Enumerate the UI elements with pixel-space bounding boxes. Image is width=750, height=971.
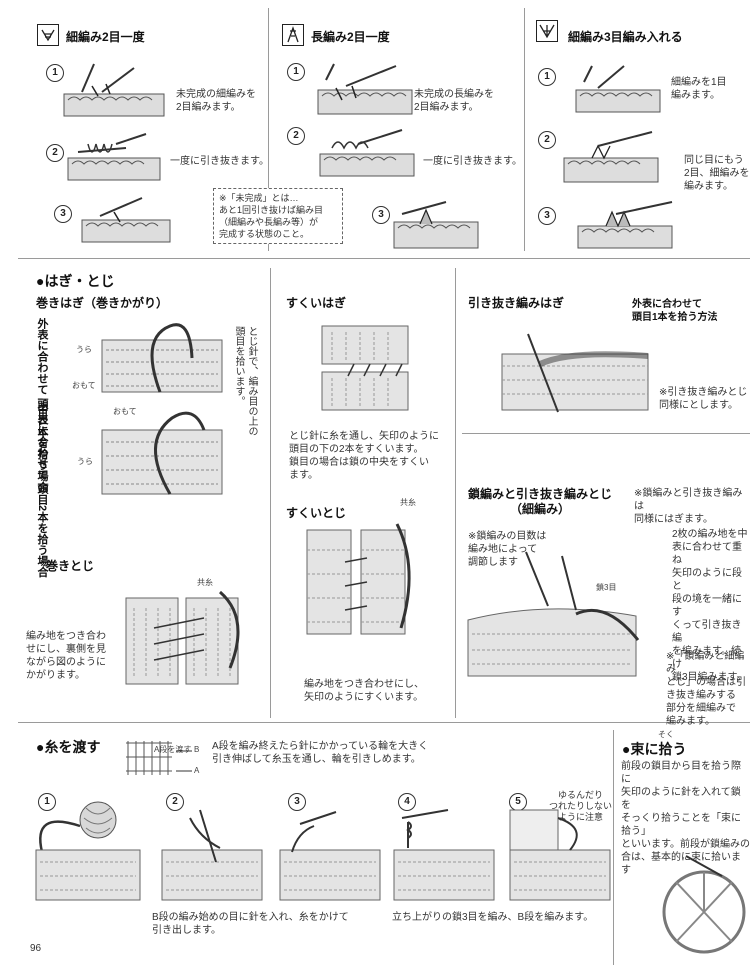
- section-title: 長編み2目一度: [311, 30, 390, 44]
- stitch-symbol-icon: [536, 20, 558, 42]
- instruction-text: とじ針で、編み目の上の 頭目を拾います。: [233, 326, 257, 436]
- step-number: 3: [372, 206, 390, 224]
- ruby-text: そく: [658, 730, 674, 739]
- step-number: 3: [538, 207, 556, 225]
- note-text: ※「鎖編みと細編み とじ」の場合は引 き抜き編みする 部分を細編みで 編みます。: [666, 651, 746, 727]
- instruction-text: 編み地をつき合わせにし、 矢印のようにすくいます。: [304, 679, 424, 703]
- section-heading: ●糸を渡す: [36, 739, 101, 755]
- step-number: 2: [538, 131, 556, 149]
- divider: [462, 433, 750, 434]
- note-text: ※引き抜き編みとじ 同様にとします。: [659, 387, 748, 411]
- crochet-illustration: [81, 197, 171, 243]
- chain-label: 鎖3目: [596, 583, 617, 592]
- crochet-illustration: [67, 133, 161, 181]
- instruction-text: 一度に引き抜きます。: [170, 156, 269, 167]
- knit-illustration: [101, 411, 223, 495]
- row-label: A段を渡す: [154, 745, 192, 754]
- knit-illustration: [279, 811, 381, 901]
- case-label: 外表に合わせて 頭目1本を拾う場合: [36, 318, 48, 493]
- subsection-title: 巻きとじ: [46, 559, 95, 573]
- subsection-title: すくいはぎ: [286, 296, 347, 310]
- divider: [18, 258, 750, 259]
- crochet-illustration: [577, 201, 673, 249]
- instruction-text: 立ち上がりの鎖3目を編み、B段を編みます。: [392, 912, 594, 923]
- crochet-illustration: [317, 63, 413, 115]
- instruction-text: A段を編み終えたら針にかかっている輪を大きく 引き伸ばして糸玉を通し、輪を引きし…: [212, 741, 429, 765]
- caution-note: ゆるんだり つれたりしない ように注意: [549, 790, 613, 822]
- row-label: B: [194, 745, 200, 754]
- instruction-text: 一度に引き抜きます。: [423, 156, 522, 167]
- instruction-text: 同じ目にもう 2目、細編みを 編みます。: [684, 155, 750, 192]
- step-number: 2: [166, 793, 184, 811]
- side-label: おもて: [72, 381, 96, 390]
- stitch-symbol-icon: [282, 24, 304, 46]
- step-number: 1: [38, 793, 56, 811]
- step-number: 2: [46, 144, 64, 162]
- side-label: おもて: [113, 407, 137, 416]
- divider: [18, 722, 750, 723]
- knit-illustration: [501, 333, 649, 413]
- definition-note: ※「未完成」とは… あと1回引き抜けば編み目 （細編みや長編み等）が 完成する状…: [213, 188, 343, 244]
- side-label: うら: [76, 345, 92, 354]
- instruction-text: 未完成の長編みを 2目編みます。: [414, 89, 494, 113]
- knit-illustration: [467, 551, 640, 677]
- instruction-text: 編み地をつき合わ せにし、裏側を見 ながら図のように かがります。: [26, 631, 106, 681]
- knit-illustration: [101, 323, 223, 393]
- subsection-title: 鎖編みと引き抜き編みとじ （細編み）: [468, 487, 613, 516]
- divider: [268, 8, 269, 251]
- crochet-illustration: [575, 65, 661, 113]
- crochet-illustration: [563, 131, 659, 183]
- instruction-text: B段の編み始めの目に針を入れ、糸をかけて 引き出します。: [152, 912, 349, 936]
- knit-illustration: [321, 325, 409, 411]
- crochet-illustration: [63, 63, 165, 117]
- step-number: 1: [287, 63, 305, 81]
- section-title: 細編み3目編み入れる: [568, 30, 683, 44]
- case-label: 中表に合わせて 頭目2本を拾う場合: [36, 403, 48, 578]
- knit-illustration: [662, 855, 746, 954]
- knit-illustration: [509, 809, 611, 901]
- section-heading: ●はぎ・とじ: [36, 273, 115, 289]
- knit-illustration: [161, 809, 263, 901]
- knit-illustration: [125, 590, 240, 685]
- crochet-illustration: [393, 201, 479, 249]
- yarn-label: 共糸: [400, 498, 416, 507]
- diagram-chart: [126, 741, 192, 775]
- instruction-text: 前段の鎖目から目を拾う際に 矢印のように針を入れて鎖を そっくり拾うことを「束に…: [621, 761, 750, 876]
- subsection-title: すくいとじ: [286, 506, 347, 520]
- step-number: 2: [287, 127, 305, 145]
- row-label: A: [194, 766, 200, 775]
- crochet-illustration: [319, 129, 415, 177]
- subsection-title: 引き抜き編みはぎ: [468, 296, 565, 310]
- subsection-title: 巻きはぎ（巻きかがり）: [36, 296, 169, 310]
- divider: [524, 8, 525, 251]
- divider: [455, 268, 456, 718]
- note-text: ※鎖編みと引き抜き編みは 同様にはぎます。: [634, 488, 743, 525]
- section-title: 細編み2目一度: [66, 30, 145, 44]
- step-number: 1: [46, 64, 64, 82]
- side-label: うら: [77, 457, 93, 466]
- step-number: 3: [54, 205, 72, 223]
- section-heading: ●束に拾う: [622, 741, 687, 757]
- yarn-label: 共糸: [197, 578, 213, 587]
- page-number: 96: [30, 943, 42, 954]
- instruction-text: 未完成の細編みを 2目編みます。: [176, 89, 256, 113]
- divider: [270, 268, 271, 718]
- instruction-text: 外表に合わせて 頭目1本を拾う方法: [632, 299, 718, 323]
- knit-illustration: [393, 809, 495, 901]
- instruction-text: 2枚の編み地を中 表に合わせて重ね 矢印のように段と 段の境を一緒にす くって引…: [672, 529, 748, 683]
- knit-illustration: [35, 801, 141, 901]
- instruction-text: とじ針に糸を通し、矢印のように 頭目の下の2本をすくいます。 鎖目の場合は鎖の中…: [289, 431, 439, 481]
- step-number: 4: [398, 793, 416, 811]
- note-text: ※鎖編みの目数は 編み地によって 調節します: [468, 531, 547, 568]
- instruction-text: 細編みを1目 編みます。: [671, 77, 727, 101]
- divider: [613, 730, 614, 965]
- knit-illustration: [306, 523, 411, 635]
- step-number: 3: [288, 793, 306, 811]
- step-number: 1: [538, 68, 556, 86]
- stitch-symbol-icon: [37, 24, 59, 46]
